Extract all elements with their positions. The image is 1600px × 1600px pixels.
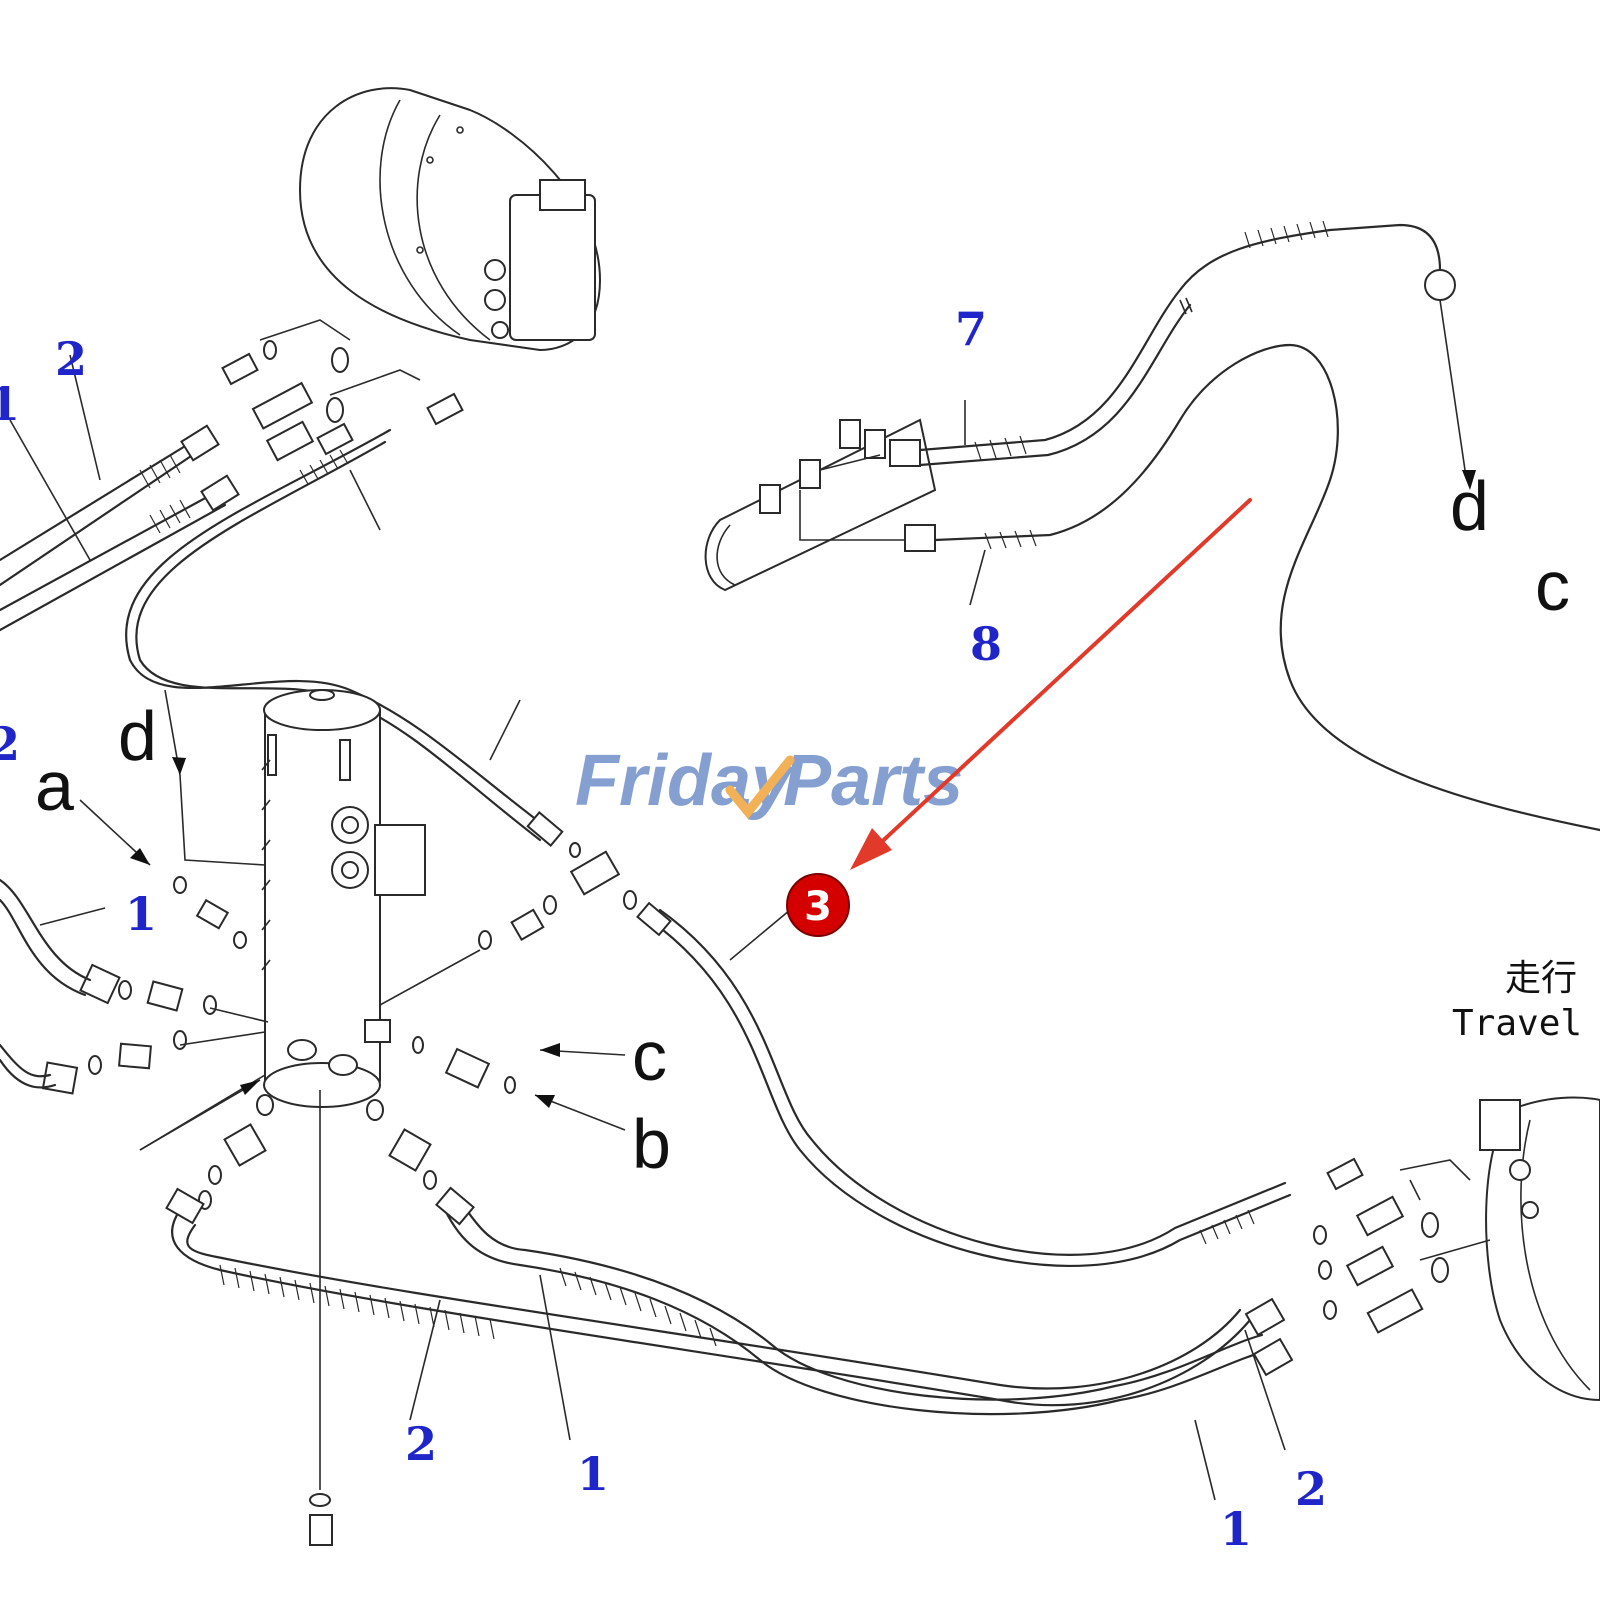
fittings-top [221, 319, 464, 531]
travel-kanji: 走行 [1505, 958, 1577, 999]
svg-text:FridayParts: FridayParts [575, 741, 963, 821]
label-1-upper-left: 1 [0, 377, 20, 431]
hoses-bottom [165, 1186, 1294, 1501]
label-2-bottom-right: 2 [1295, 1462, 1327, 1516]
watermark-parts: Parts [783, 741, 963, 821]
label-1-left-mid: 1 [125, 887, 157, 941]
cylinder-upper-right [704, 220, 1600, 832]
label-2-left-mid: 2 [0, 717, 20, 771]
label-1-bottom-right: 1 [1220, 1502, 1252, 1556]
letter-c-right: c [1535, 547, 1570, 625]
label-8: 8 [970, 617, 1002, 671]
watermark-friday: Friday [575, 741, 795, 821]
label-2-bottom-left: 2 [405, 1417, 437, 1471]
travel-note: 走行 Travel [1452, 958, 1582, 1044]
travel-english: Travel [1452, 1003, 1582, 1044]
letter-references: a d c b d c [35, 467, 1570, 1183]
fittings-swivel [41, 842, 637, 1210]
callout-group: 3 [786, 498, 1252, 937]
part-number-labels: 2 1 2 1 7 8 2 1 2 1 [0, 302, 1327, 1556]
letter-c-mid: c [632, 1017, 667, 1095]
swivel-joint [261, 689, 426, 1546]
hoses-left-mid [0, 878, 106, 1089]
label-2-upper-left: 2 [55, 332, 87, 386]
travel-motor-top [298, 87, 602, 352]
travel-motor-bottom [1313, 1096, 1600, 1402]
label-7: 7 [955, 302, 987, 356]
callout-arrow [858, 498, 1252, 864]
callout-badge [786, 873, 850, 937]
callout-number: 3 [804, 884, 832, 930]
letter-b: b [632, 1105, 671, 1183]
label-1-bottom-left: 1 [577, 1447, 609, 1501]
hoses-upper-left [0, 354, 240, 632]
letter-d-right: d [1450, 467, 1489, 545]
watermark-logo: FridayParts [575, 741, 963, 821]
letter-a: a [35, 747, 74, 825]
callout-arrow-head-icon [850, 828, 892, 870]
hose-callout-3 [125, 428, 1292, 1267]
letter-d-left: d [118, 697, 157, 775]
leader-arrows [79, 469, 1476, 1151]
watermark-check-icon [725, 755, 795, 820]
